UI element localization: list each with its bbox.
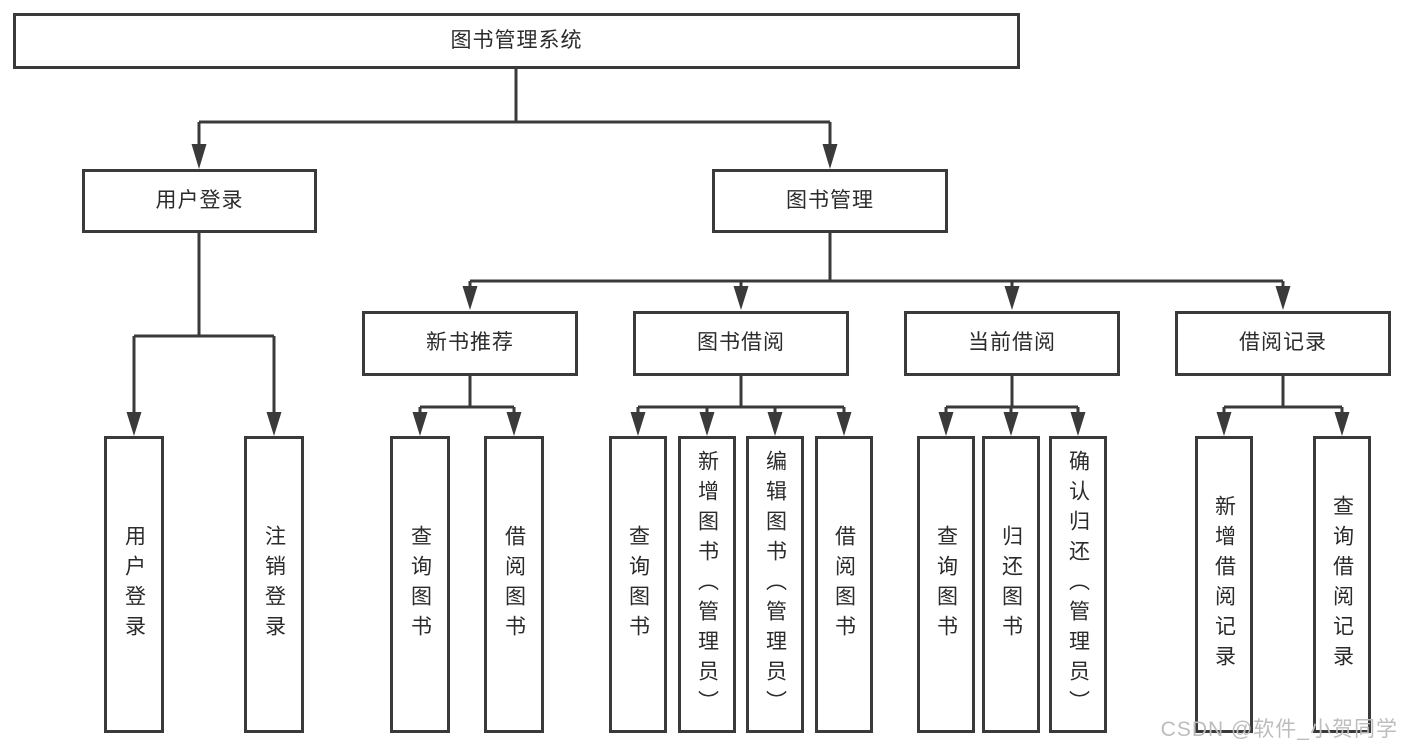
arrow-down-icon	[1216, 412, 1232, 436]
arrow-down-icon	[630, 412, 646, 436]
leaf-return-books: 归还图书	[982, 436, 1040, 733]
node-label: 归还图书	[999, 524, 1023, 645]
node-book-borrowing: 图书借阅	[633, 311, 849, 376]
arrow-down-icon	[1003, 412, 1019, 436]
connector-user-login-split	[126, 233, 282, 436]
node-label: 新增借阅记录	[1212, 494, 1236, 675]
arrow-down-icon	[1070, 412, 1086, 436]
connector-new-book-split	[412, 376, 522, 436]
node-label: 注销登录	[262, 524, 286, 645]
connector-current-borrowing-split	[938, 376, 1086, 436]
leaf-query-borrow-record: 查询借阅记录	[1313, 436, 1371, 733]
arrow-down-icon	[1004, 286, 1020, 310]
node-label: 新增图书（管理员）	[695, 449, 719, 720]
node-borrowing-records: 借阅记录	[1175, 311, 1391, 376]
node-user-login: 用户登录	[82, 169, 317, 233]
connector-book-borrowing-split	[630, 376, 852, 436]
node-label: 查询图书	[934, 524, 958, 645]
node-label: 图书借阅	[697, 331, 785, 355]
leaf-add-books-admin: 新增图书（管理员）	[678, 436, 736, 733]
node-label: 图书管理	[786, 188, 874, 212]
arrow-down-icon	[126, 412, 142, 436]
arrow-down-icon	[462, 286, 478, 310]
node-label: 查询借阅记录	[1330, 494, 1354, 675]
arrow-down-icon	[767, 412, 783, 436]
node-book-management: 图书管理	[712, 169, 948, 233]
leaf-query-books-recommend: 查询图书	[390, 436, 450, 733]
node-label: 用户登录	[122, 524, 146, 645]
leaf-confirm-return-admin: 确认归还（管理员）	[1049, 436, 1107, 733]
arrow-down-icon	[1334, 412, 1350, 436]
arrow-down-icon	[822, 144, 838, 169]
leaf-borrow-books-borrowing: 借阅图书	[815, 436, 873, 733]
node-label: 借阅图书	[832, 524, 856, 645]
node-label: 图书管理系统	[450, 28, 583, 52]
arrow-down-icon	[1275, 286, 1291, 310]
connector-borrowing-records-split	[1216, 376, 1350, 436]
leaf-query-books-borrowing: 查询图书	[609, 436, 667, 733]
leaf-logout: 注销登录	[244, 436, 304, 733]
node-library-system: 图书管理系统	[13, 13, 1020, 69]
node-label: 查询图书	[626, 524, 650, 645]
leaf-borrow-books-recommend: 借阅图书	[484, 436, 544, 733]
node-label: 查询图书	[408, 524, 432, 645]
arrow-down-icon	[938, 412, 954, 436]
arrow-down-icon	[191, 144, 207, 169]
leaf-query-books-current: 查询图书	[917, 436, 975, 733]
leaf-edit-books-admin: 编辑图书（管理员）	[746, 436, 804, 733]
node-label: 确认归还（管理员）	[1066, 449, 1090, 720]
node-label: 编辑图书（管理员）	[763, 449, 787, 720]
node-label: 新书推荐	[426, 331, 514, 355]
arrow-down-icon	[506, 412, 522, 436]
connector-root-split	[191, 69, 838, 169]
leaf-user-login: 用户登录	[104, 436, 164, 733]
leaf-add-borrow-record: 新增借阅记录	[1195, 436, 1253, 733]
csdn-watermark: CSDN @软件_小贺同学	[1160, 718, 1398, 741]
arrow-down-icon	[836, 412, 852, 436]
node-label: 用户登录	[155, 188, 244, 212]
arrow-down-icon	[733, 286, 749, 310]
node-label: 借阅记录	[1239, 331, 1327, 355]
node-label: 借阅图书	[502, 524, 526, 645]
node-new-book-recommendation: 新书推荐	[362, 311, 578, 376]
arrow-down-icon	[266, 412, 282, 436]
connector-book-management-split	[462, 233, 1291, 310]
node-label: 当前借阅	[968, 331, 1056, 355]
node-current-borrowing: 当前借阅	[904, 311, 1120, 376]
arrow-down-icon	[412, 412, 428, 436]
arrow-down-icon	[699, 412, 715, 436]
